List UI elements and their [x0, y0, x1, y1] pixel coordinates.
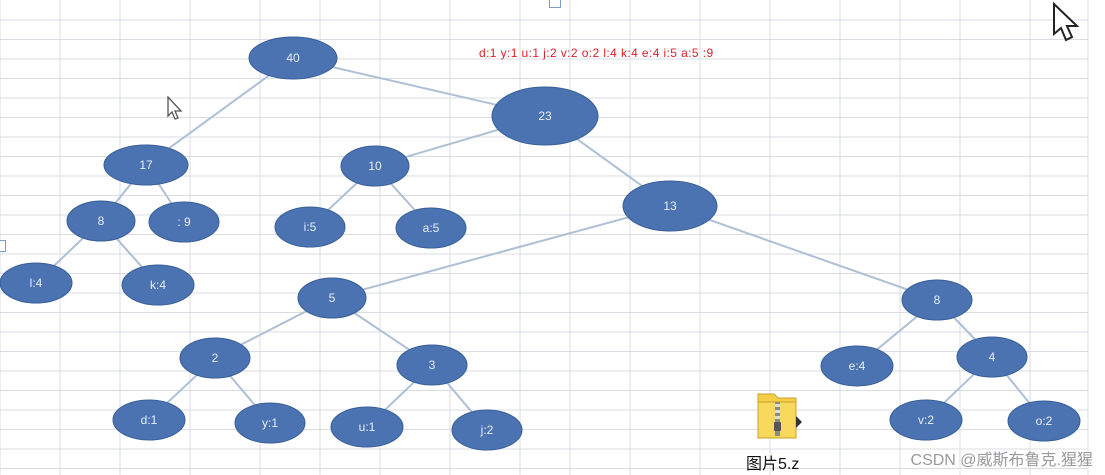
frequency-legend: d:1 y:1 u:1 j:2 v:2 o:2 l:4 k:4 e:4 i:5 … [479, 46, 714, 60]
tree-node: 23 [491, 86, 599, 146]
tree-node-ellipse [112, 399, 186, 441]
selection-handle-left[interactable] [0, 240, 6, 252]
tree-node-label: y:1 [262, 416, 278, 430]
selection-handle-top[interactable] [549, 0, 561, 8]
tree-node-label: 8 [934, 293, 941, 307]
tree-node-label: u:1 [359, 420, 376, 434]
tree-node: v:2 [889, 399, 963, 441]
tree-node: 10 [340, 145, 410, 187]
tree-node: 2 [179, 337, 251, 379]
tree-node-label: j:2 [480, 423, 494, 437]
tree-node-label: i:5 [304, 220, 317, 234]
tree-node-ellipse [0, 262, 73, 304]
tree-node-label: : 9 [177, 215, 191, 229]
cursor-arrow-icon [1053, 2, 1080, 42]
tree-node-ellipse [103, 144, 189, 186]
tree-node-ellipse [121, 264, 195, 306]
tree-node-ellipse [248, 36, 338, 80]
tree-node-ellipse [889, 399, 963, 441]
tree-node-label: v:2 [918, 413, 934, 427]
tree-node: 4 [956, 336, 1028, 378]
tree-node: : 9 [148, 201, 220, 243]
zip-file-label[interactable]: 图片5.z [746, 456, 800, 473]
tree-node: 8 [901, 279, 973, 321]
tree-node: 40 [248, 36, 338, 80]
tree-node-ellipse [340, 145, 410, 187]
tree-node: 13 [622, 180, 718, 232]
tree-node: e:4 [820, 345, 894, 387]
tree-node-ellipse [1007, 400, 1081, 442]
tree-node: 5 [297, 277, 367, 319]
tree-node-ellipse [622, 180, 718, 232]
tree-node: a:5 [395, 207, 467, 249]
tree-node-ellipse [396, 344, 468, 386]
tree-node-ellipse [179, 337, 251, 379]
tree-node-ellipse [330, 406, 404, 448]
tree-node-label: 13 [663, 199, 677, 213]
tree-node-label: 2 [212, 351, 219, 365]
tree-node-label: e:4 [849, 359, 866, 373]
tree-node: j:2 [451, 409, 523, 451]
tree-node-ellipse [491, 86, 599, 146]
tree-node-ellipse [274, 206, 346, 248]
tree-node: y:1 [234, 402, 306, 444]
tree-edge-n13-n5 [331, 205, 671, 299]
tree-node-ellipse [234, 402, 306, 444]
tree-node-label: 17 [139, 158, 153, 172]
zip-folder-icon[interactable] [752, 388, 804, 444]
tree-node-label: o:2 [1036, 414, 1053, 428]
tree-node-ellipse [148, 201, 220, 243]
tree-node: o:2 [1007, 400, 1081, 442]
tree-node-ellipse [956, 336, 1028, 378]
tree-node-label: a:5 [423, 221, 440, 235]
tree-node-label: 5 [329, 291, 336, 305]
tree-node-label: k:4 [150, 278, 166, 292]
tree-node: l:4 [0, 262, 73, 304]
mouse-pointer-icon [167, 96, 183, 120]
tree-node-ellipse [297, 277, 367, 319]
tree-edge-n13-n8b [669, 205, 938, 301]
tree-node-label: 10 [368, 159, 382, 173]
tree-node: 3 [396, 344, 468, 386]
tree-node-label: 4 [989, 350, 996, 364]
tree-node-label: 23 [538, 109, 552, 123]
tree-node: 8 [66, 200, 136, 242]
tree-node-ellipse [820, 345, 894, 387]
tree-node-ellipse [395, 207, 467, 249]
tree-node-label: l:4 [30, 276, 43, 290]
tree-node-label: 8 [98, 214, 105, 228]
tree-node-ellipse [451, 409, 523, 451]
csdn-watermark: CSDN @威斯布鲁克.猩猩 [910, 452, 1093, 469]
tree-node: k:4 [121, 264, 195, 306]
tree-node: d:1 [112, 399, 186, 441]
tree-node-ellipse [66, 200, 136, 242]
tree-node: u:1 [330, 406, 404, 448]
tree-node-label: 40 [286, 51, 300, 65]
tree-node-ellipse [901, 279, 973, 321]
tree-node: 17 [103, 144, 189, 186]
tree-node: i:5 [274, 206, 346, 248]
tree-node-label: d:1 [141, 413, 158, 427]
tree-node-label: 3 [429, 358, 436, 372]
